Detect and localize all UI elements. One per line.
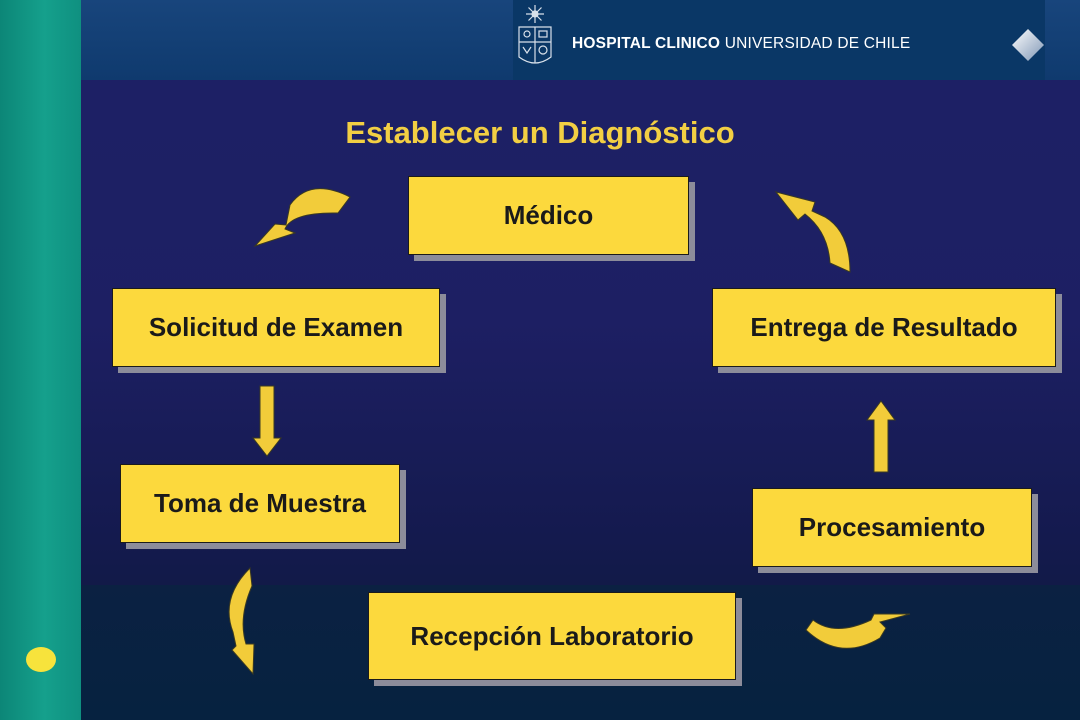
logo-light-text: UNIVERSIDAD DE CHILE bbox=[724, 35, 911, 52]
page-title: Establecer un Diagnóstico bbox=[345, 115, 735, 150]
node-medico: Médico bbox=[408, 176, 689, 255]
straight-arrow-icon bbox=[251, 385, 283, 457]
curved-arrow-icon bbox=[228, 566, 255, 676]
logo-bold-text: HOSPITAL CLINICO bbox=[572, 35, 721, 52]
diamond-logo-icon bbox=[1012, 29, 1044, 61]
node-toma-muestra: Toma de Muestra bbox=[120, 464, 400, 543]
curved-arrow-icon bbox=[774, 191, 851, 273]
university-crest-icon bbox=[518, 5, 552, 64]
hospital-name: HOSPITAL CLINICO UNIVERSIDAD DE CHILE bbox=[572, 33, 910, 55]
node-procesamiento: Procesamiento bbox=[752, 488, 1032, 567]
curved-arrow-icon bbox=[805, 613, 911, 649]
node-recepcion-laboratorio: Recepción Laboratorio bbox=[368, 592, 736, 680]
straight-arrow-icon bbox=[866, 400, 896, 473]
hospital-logo bbox=[513, 0, 1045, 80]
yellow-bullet-dot bbox=[26, 647, 56, 672]
node-entrega-resultado: Entrega de Resultado bbox=[712, 288, 1056, 367]
node-solicitud-examen: Solicitud de Examen bbox=[112, 288, 440, 367]
left-accent-bar bbox=[0, 0, 81, 720]
curved-arrow-icon bbox=[253, 188, 351, 248]
